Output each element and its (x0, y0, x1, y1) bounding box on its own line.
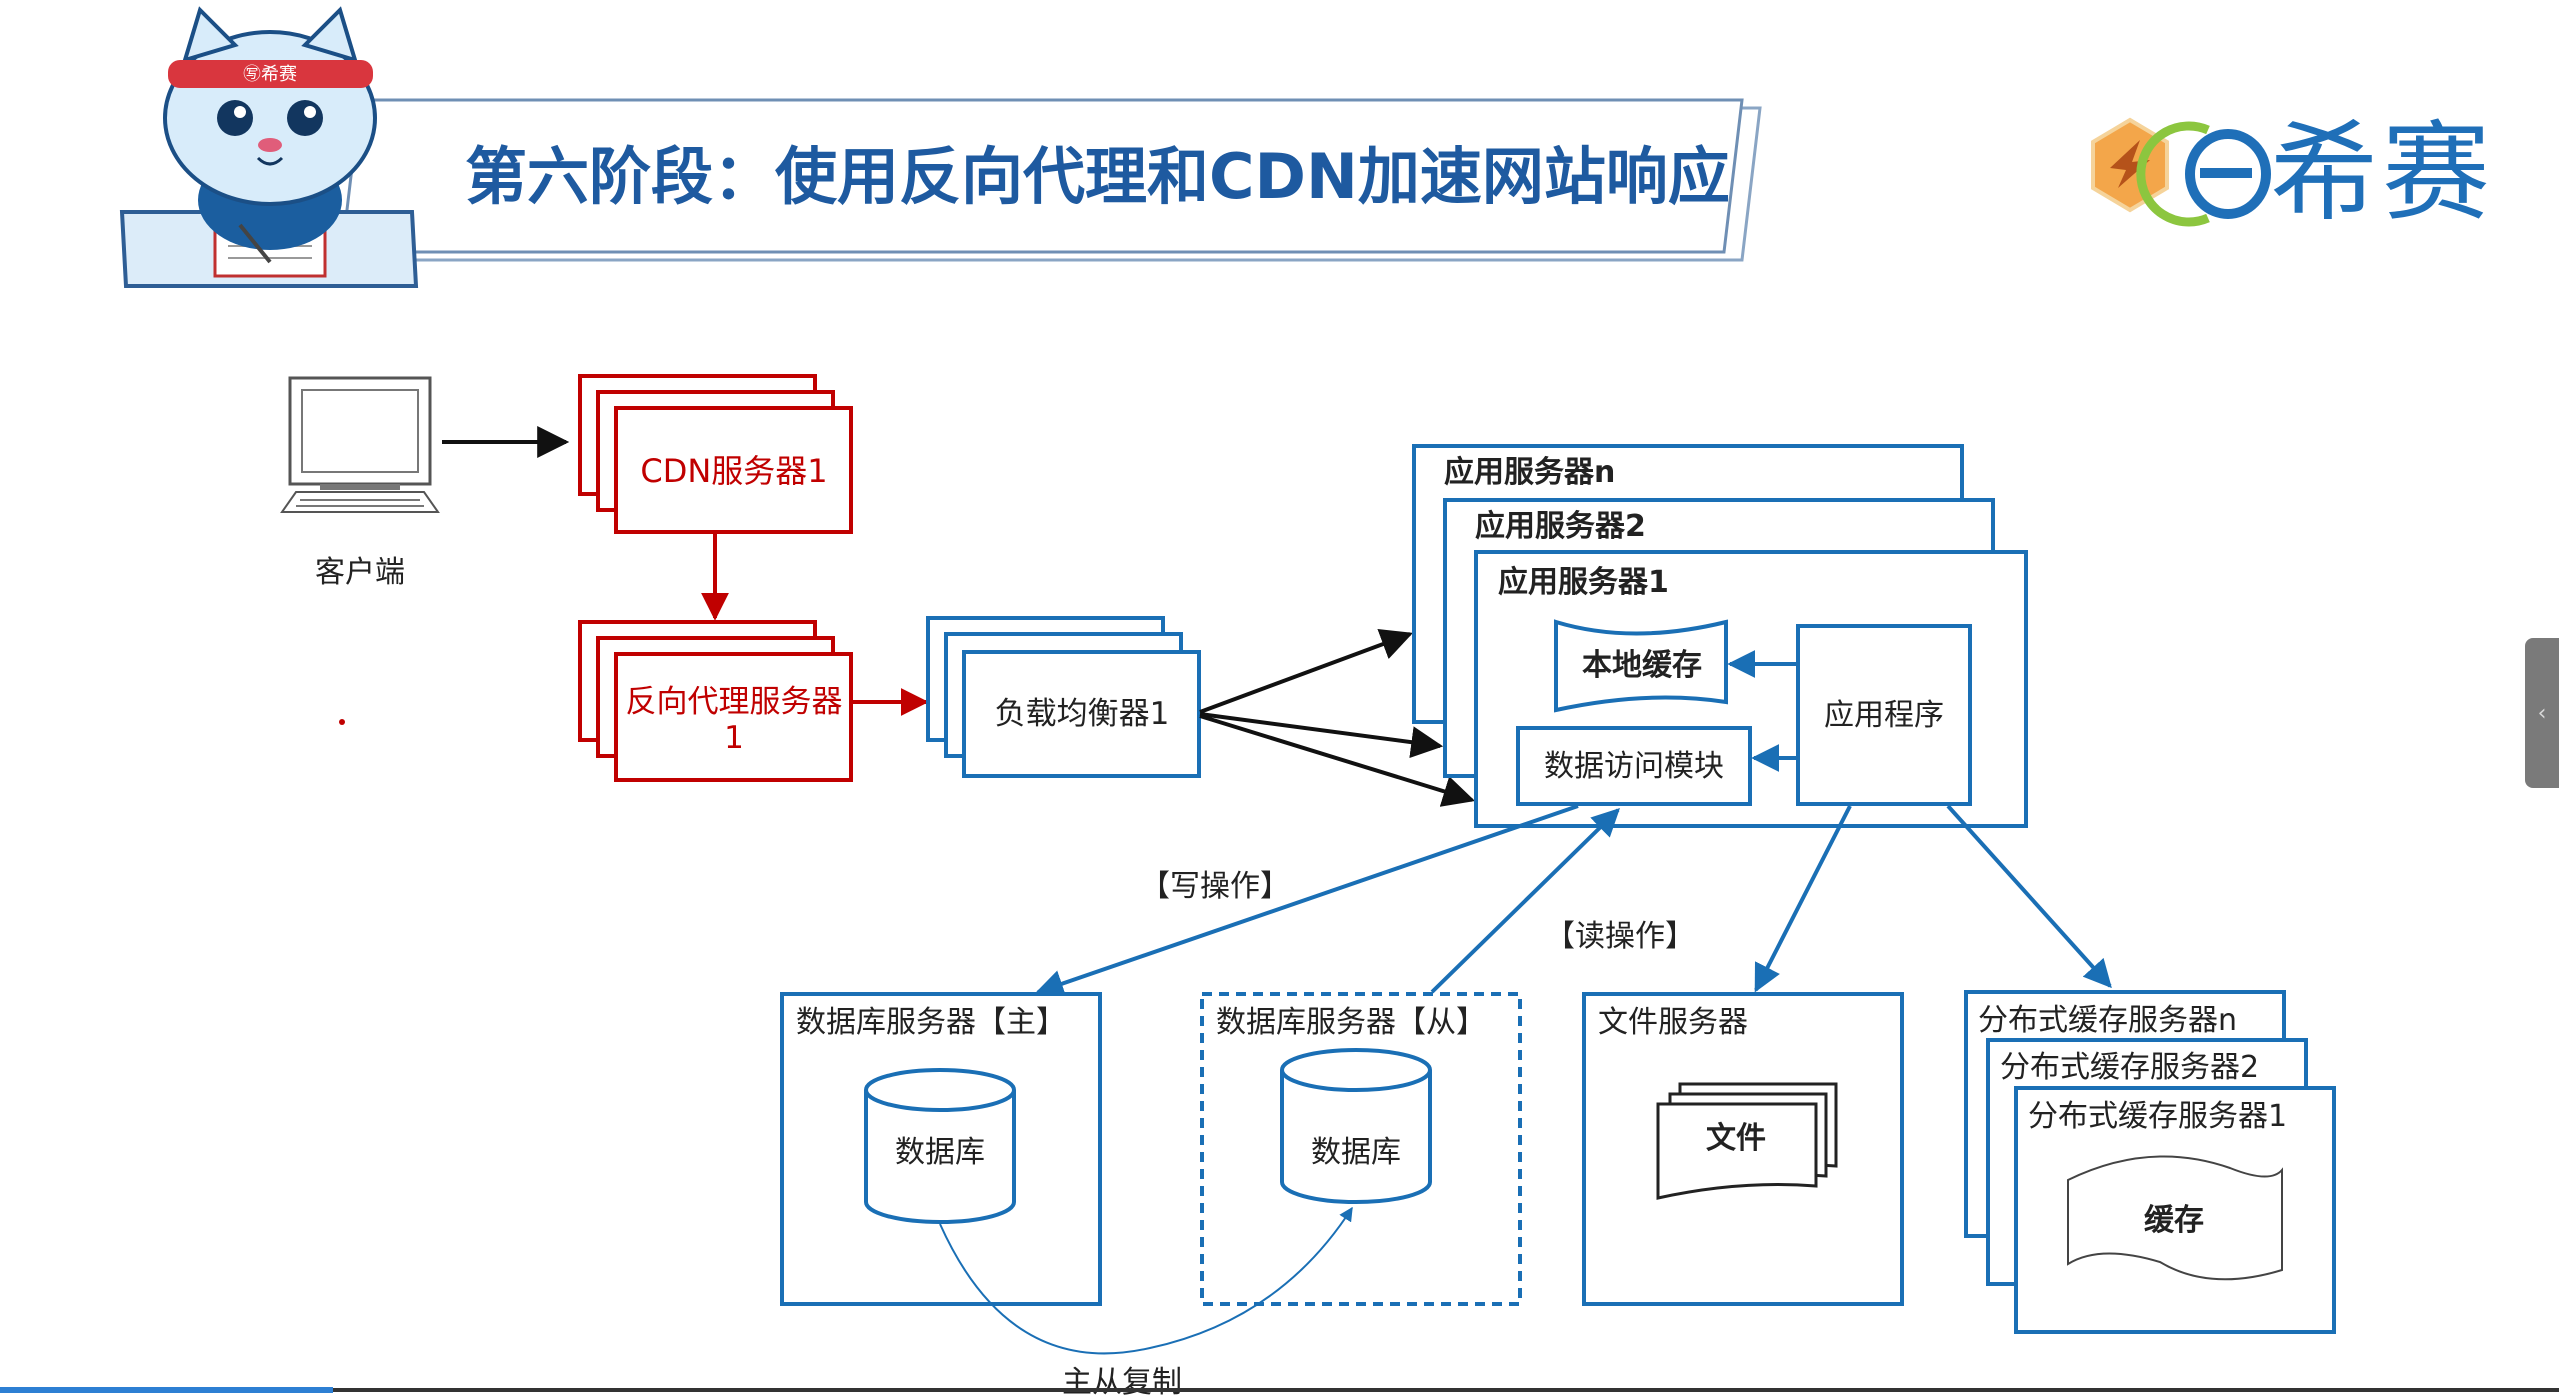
app-program-box (1796, 624, 1972, 806)
file-document-icon (1656, 1082, 1838, 1200)
arrow-write-master (1035, 804, 1579, 998)
stray-dot (339, 719, 345, 725)
db-slave-cylinder (1280, 1048, 1432, 1204)
page-title: 第六阶段：使用反向代理和CDN加速网站响应 (465, 140, 1730, 213)
side-collapse-tab[interactable]: ‹ (2525, 638, 2559, 788)
client-computer-icon (280, 376, 440, 513)
cache-server-1-label: 分布式缓存服务器1 (2028, 1099, 2287, 1134)
db-master-db-label: 数据库 (895, 1135, 985, 1170)
app-program-label: 应用程序 (1824, 698, 1944, 733)
read-op-label: 【读操作】 (1545, 919, 1695, 954)
mascot-headband-text: ㊢希赛 (243, 64, 297, 85)
cache-server-n-label: 分布式缓存服务器n (1978, 1003, 2237, 1038)
app-server-n-label: 应用服务器n (1444, 455, 1615, 490)
arrow-lb-app-2 (1199, 712, 1444, 759)
cache-shape (2067, 1155, 2283, 1281)
db-slave-db-label: 数据库 (1311, 1135, 1401, 1170)
reverse-proxy-label-2: 1 (724, 720, 744, 756)
app-server-2-label: 应用服务器2 (1475, 509, 1646, 544)
local-cache-label: 本地缓存 (1582, 648, 1702, 683)
brand-name: 希赛 (2270, 111, 2495, 236)
replication-curve (939, 1206, 1353, 1355)
brand-logo (2091, 117, 2271, 227)
cdn-server-stack (578, 374, 853, 534)
arrow-app-cache-cluster (1946, 804, 2112, 989)
file-label: 文件 (1706, 1121, 1766, 1156)
arrow-app-file (1754, 805, 1852, 993)
client-label: 客户端 (315, 555, 405, 590)
arrow-lb-app-1 (1199, 714, 1476, 807)
arrow-lb-app-n (1199, 629, 1413, 714)
write-op-label: 【写操作】 (1140, 869, 1290, 904)
local-cache-shape (1554, 619, 1728, 713)
title-banner: 第六阶段：使用反向代理和CDN加速网站响应 (340, 98, 1762, 262)
arrow-read-slave (1430, 808, 1621, 994)
cache-label: 缓存 (2144, 1203, 2204, 1238)
db-master-label: 数据库服务器【主】 (796, 1005, 1066, 1040)
load-balancer-stack (926, 616, 1201, 778)
chevron-left-icon: ‹ (2537, 700, 2547, 726)
data-access-label: 数据访问模块 (1544, 749, 1724, 784)
replication-label: 主从复制 (1062, 1365, 1182, 1397)
load-balancer-label: 负载均衡器1 (995, 696, 1170, 732)
cache-server-2-label: 分布式缓存服务器2 (2000, 1050, 2259, 1085)
db-master-cylinder (864, 1068, 1016, 1224)
cdn-server-label: CDN服务器1 (640, 452, 827, 490)
video-progress-fill (0, 1387, 333, 1393)
reverse-proxy-label: 反向代理服务器 (626, 684, 843, 720)
reverse-proxy-stack (578, 620, 853, 782)
app-server-1-label: 应用服务器1 (1498, 565, 1669, 600)
mascot-cat: ㊢希赛 (119, 6, 419, 288)
file-server-label: 文件服务器 (1598, 1005, 1748, 1040)
db-slave-label: 数据库服务器【从】 (1216, 1005, 1486, 1040)
video-progress-track[interactable] (0, 1388, 2559, 1392)
data-access-box (1516, 726, 1752, 806)
